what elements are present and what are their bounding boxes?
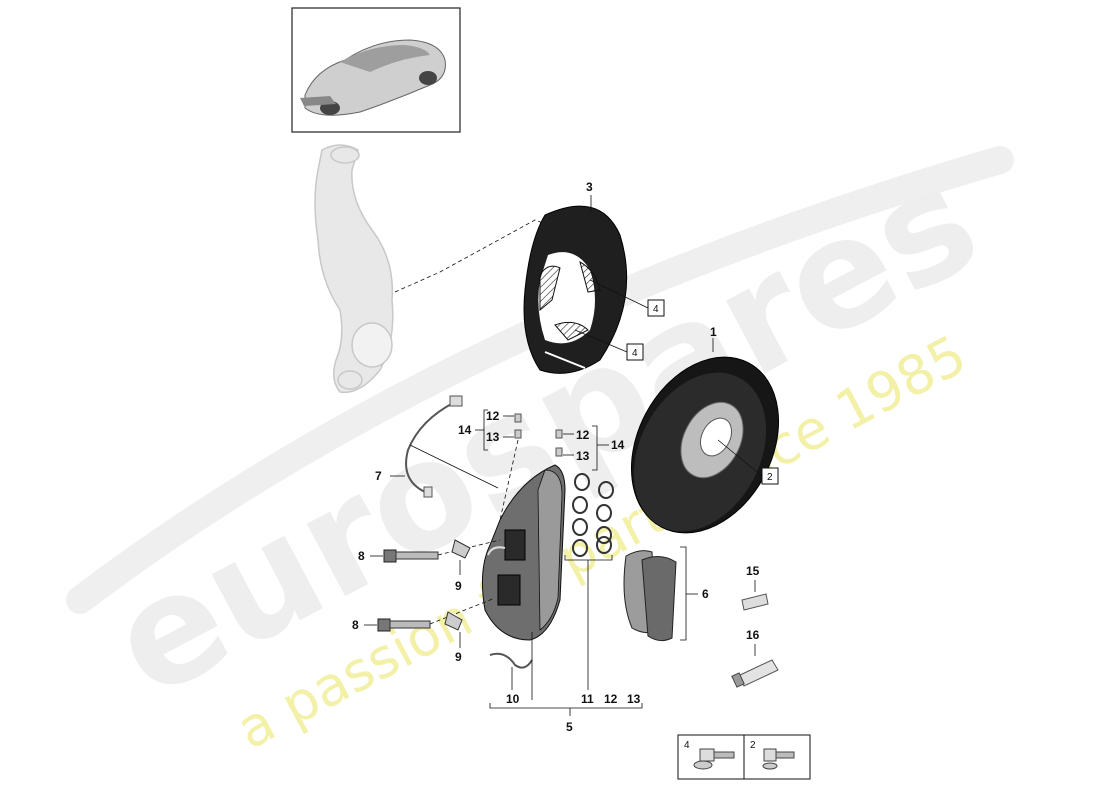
callout-14b: 14 — [611, 438, 625, 452]
callout-7: 7 — [375, 469, 382, 483]
callout-box-2 — [761, 467, 779, 485]
brake-caliper — [481, 464, 566, 641]
callout-6: 6 — [702, 587, 709, 601]
callout-box-4b — [626, 343, 644, 361]
callout-4a: 4 — [653, 304, 659, 315]
callout-12a: 12 — [486, 409, 500, 423]
callout-4b: 4 — [632, 348, 638, 359]
retaining-clip-upper — [451, 539, 471, 559]
brake-pads — [623, 550, 677, 642]
callout-12c: 12 — [604, 692, 618, 706]
leader-knuckle — [394, 219, 549, 293]
callout-1: 1 — [710, 325, 717, 339]
piston-seals — [572, 473, 614, 557]
caliper-bolt-upper — [383, 549, 439, 563]
caliper-sensor-wire — [489, 652, 533, 669]
guide-pin-set-right — [555, 429, 563, 457]
callout-12b: 12 — [576, 428, 590, 442]
flange-bolt-icon — [693, 748, 735, 770]
steering-knuckle — [314, 144, 394, 394]
wear-sensor-cable — [405, 395, 463, 498]
callout-8a: 8 — [358, 549, 365, 563]
callout-2: 2 — [767, 472, 773, 483]
callout-13a: 13 — [486, 430, 500, 444]
callout-8b: 8 — [352, 618, 359, 632]
watermark-swoosh — [66, 146, 1014, 614]
callout-11: 11 — [581, 692, 594, 706]
callout-16: 16 — [746, 628, 760, 642]
car-icon — [300, 39, 446, 116]
callout-10: 10 — [506, 692, 520, 706]
caliper-bolt-lower — [377, 618, 431, 632]
paste-tube — [731, 659, 779, 688]
grease-packet — [741, 593, 769, 611]
callout-9b: 9 — [455, 650, 462, 664]
hex-bolt-icon — [762, 748, 795, 770]
brake-disc — [630, 356, 780, 534]
callout-3: 3 — [586, 180, 593, 194]
callout-9a: 9 — [455, 579, 462, 593]
callout-box-4a — [647, 299, 665, 317]
fastener-legend: 4 2 — [677, 734, 811, 780]
callout-13c: 13 — [627, 692, 641, 706]
legend-label-b: 2 — [750, 740, 756, 751]
callout-15: 15 — [746, 564, 760, 578]
callout-5: 5 — [566, 720, 573, 734]
vehicle-thumbnail — [291, 7, 461, 133]
brake-dust-shield — [523, 205, 628, 374]
callout-13b: 13 — [576, 449, 590, 463]
callout-14a: 14 — [458, 423, 472, 437]
legend-label-a: 4 — [684, 740, 690, 751]
guide-pin-set-left — [514, 413, 522, 439]
retaining-clip-lower — [444, 611, 463, 631]
